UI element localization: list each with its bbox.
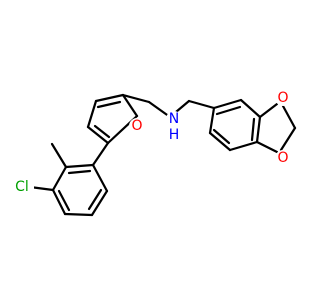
bond-dioxole-ch2-o2	[279, 126, 297, 152]
bond-dioxole-o1-ch2	[281, 104, 297, 130]
bond-furan-o-c2	[121, 93, 139, 118]
bond-bz-c1-c2	[212, 98, 243, 110]
structure-canvas: O N H O O Cl	[12, 90, 297, 217]
bond-c2-ch2	[121, 93, 151, 104]
atom-label-dioxole-oxygen-top: O	[277, 90, 288, 106]
bond-bz-c6-c1	[208, 106, 216, 135]
bond-bz-c1-c2-double	[215, 105, 242, 116]
bond-ar-c4-c5	[63, 212, 94, 217]
bond-furan-c3-c4	[86, 99, 98, 129]
bond-methyl	[50, 142, 68, 169]
bond-bz-c3-c4-double	[250, 117, 256, 142]
bond-furan-c4-c5-double	[93, 124, 111, 139]
bond-ar-c3-c4	[51, 188, 67, 216]
bond-ar-c3-c4-double	[57, 189, 71, 212]
bond-dioxole-c3-o1	[258, 102, 279, 119]
bond-ch2-n	[147, 100, 172, 119]
bond-ar-c6-c1	[91, 163, 109, 193]
bond-ar-c2-c3	[51, 165, 68, 192]
atom-label-dioxole-oxygen-bottom: O	[277, 150, 288, 166]
bond-furan-c2-c3-double	[96, 100, 122, 109]
atom-label-amine-hydrogen: H	[169, 127, 180, 143]
bond-ar-c1-c2	[64, 163, 95, 169]
molecule-structure: O N H O O Cl	[12, 90, 297, 217]
bond-furan-c2-c3	[94, 93, 125, 103]
atom-label-furan-oxygen: O	[131, 118, 142, 134]
bond-furan-aryl	[91, 141, 110, 167]
bond-bz-c3-c4	[255, 115, 262, 144]
atom-labels: O N H O O Cl	[12, 90, 291, 196]
bond-bz-c2-c3	[239, 98, 262, 119]
bond-ch2-benzo	[187, 99, 216, 110]
bond-ar-c1-c2-double	[67, 169, 92, 175]
bonds	[28, 93, 297, 217]
bond-bz-c4-c5	[228, 140, 259, 152]
bond-dioxole-o2-c4	[255, 140, 279, 154]
bond-ar-c5-c6	[90, 189, 109, 217]
atom-label-chlorine: Cl	[15, 179, 29, 195]
atom-label-amine-nitrogen: N	[169, 111, 179, 127]
bond-bz-c5-c6-double	[212, 128, 231, 145]
bond-ar-c5-c6-double	[87, 188, 103, 211]
bond-furan-c4-c5	[86, 125, 110, 145]
bond-bz-c5-c6	[208, 131, 232, 152]
